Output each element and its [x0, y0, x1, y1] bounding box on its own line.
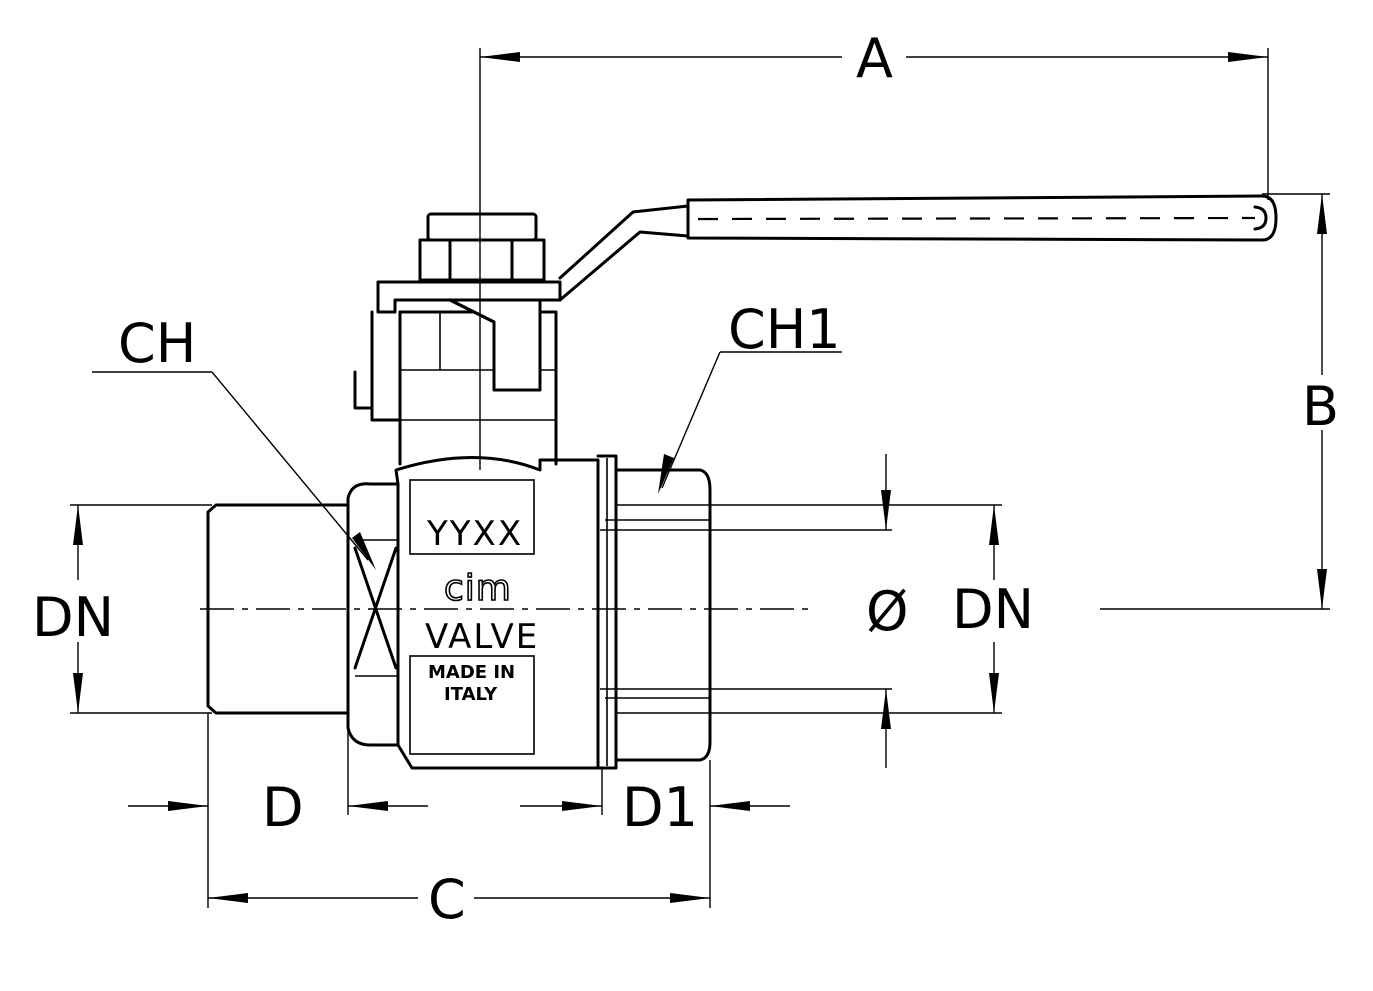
marking-origin-line2: ITALY: [444, 684, 498, 705]
dimension-d: [128, 713, 428, 908]
label-ch: CH: [118, 312, 196, 375]
label-c: C: [428, 868, 466, 931]
valve-neck: [353, 280, 562, 466]
dimension-d1: [520, 760, 790, 908]
label-d1: D1: [622, 776, 698, 839]
valve-body: [206, 454, 712, 770]
dimension-a: [479, 48, 1269, 470]
label-diameter: Ø: [866, 580, 909, 643]
lever-handle: [558, 194, 1278, 302]
dimension-c: [208, 893, 710, 903]
dimension-b: [1100, 193, 1330, 610]
label-dn-right: DN: [952, 578, 1034, 641]
dimension-bore: [600, 454, 892, 768]
label-dn-left: DN: [32, 586, 114, 649]
marking-origin-line1: MADE IN: [428, 662, 515, 683]
label-a: A: [856, 27, 893, 90]
leader-ch: [92, 371, 376, 570]
dimension-dn-left: [70, 504, 212, 714]
label-d: D: [262, 776, 304, 839]
marking-brand: cim: [444, 568, 512, 609]
label-b: B: [1302, 375, 1339, 438]
marking-code: YYXX: [426, 514, 523, 554]
stem-nut: [418, 212, 546, 282]
dimension-dn-right: [710, 504, 1002, 714]
label-ch1: CH1: [728, 298, 841, 361]
leader-ch1: [658, 351, 842, 494]
marking-type: VALVE: [425, 617, 539, 657]
